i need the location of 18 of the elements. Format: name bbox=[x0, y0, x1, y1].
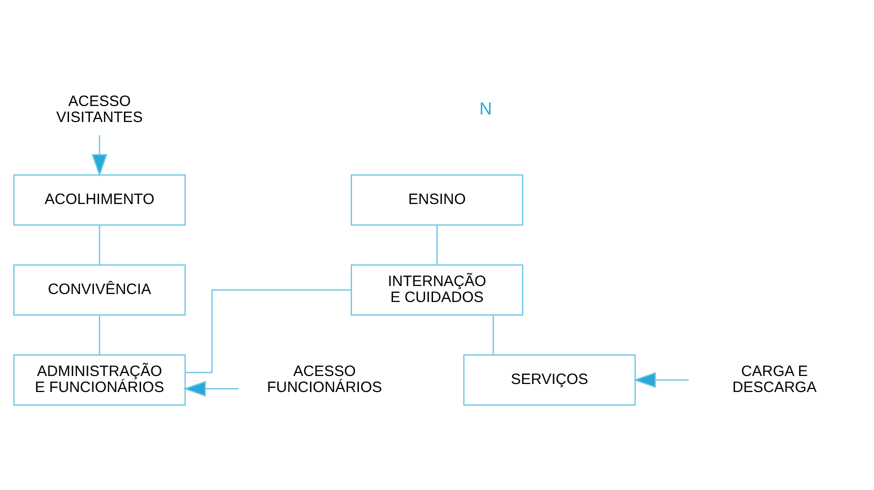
connector bbox=[98, 225, 100, 265]
connector bbox=[492, 315, 494, 355]
connector bbox=[436, 225, 438, 265]
arrow bbox=[92, 135, 108, 177]
connector bbox=[185, 289, 352, 374]
node-box: ENSINO bbox=[350, 174, 524, 226]
connector bbox=[98, 315, 100, 355]
node-box: ACOLHIMENTO bbox=[13, 174, 186, 226]
label: N bbox=[479, 98, 492, 119]
node-text: ACESSO VISITANTES bbox=[56, 92, 143, 126]
arrow bbox=[633, 372, 689, 388]
node-box: ADMINISTRAÇÃO E FUNCIONÁRIOS bbox=[13, 354, 186, 406]
node-box: INTERNAÇÃO E CUIDADOS bbox=[350, 264, 524, 316]
node-box: CONVIVÊNCIA bbox=[13, 264, 186, 316]
arrow bbox=[183, 380, 239, 397]
node-text: CARGA E DESCARGA bbox=[732, 362, 817, 396]
node-box: SERVIÇOS bbox=[463, 354, 636, 406]
node-text: ACESSO FUNCIONÁRIOS bbox=[266, 362, 382, 396]
